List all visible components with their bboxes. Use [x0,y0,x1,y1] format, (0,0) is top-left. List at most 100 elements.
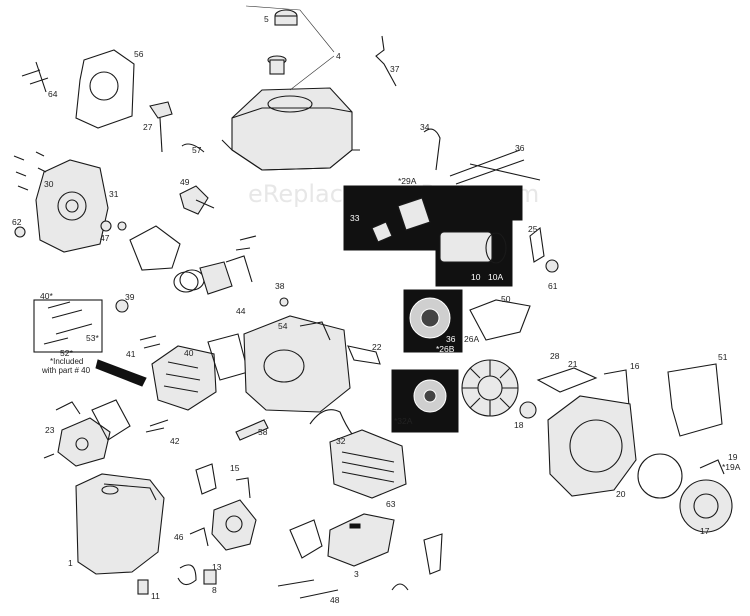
dipstick [149,101,173,153]
studs-64 [21,61,49,93]
recoil-starter [679,479,733,533]
label-19a: *19A [722,462,741,472]
knob-61 [545,259,559,273]
callout-labels: 5 4 56 37 64 27 34 36 57 30 *29A 49 31 3… [12,14,741,605]
label-56: 56 [134,49,144,59]
label-5: 5 [264,14,269,24]
label-30: 30 [44,179,54,189]
label-47: 47 [100,233,110,243]
part-13 [177,564,197,586]
spark-plug [235,419,269,441]
rocker-39 [115,299,129,313]
label-19: 19 [728,452,738,462]
fuel-filter [267,55,287,75]
flywheel-ring-gear [409,297,451,339]
label-48: 48 [330,595,340,605]
key-switch-34 [423,128,441,171]
label-32a: *32A [394,416,413,426]
starter-motor [439,231,507,264]
label-64: 64 [48,89,58,99]
label-50: 50 [501,294,511,304]
shroud-left [75,473,165,575]
fuel-cap [274,9,298,26]
valve-cover-gasket [91,399,131,441]
washer-38 [279,297,289,307]
valve-cover [57,417,111,467]
label-41: 41 [126,349,136,359]
part-46 [189,527,209,547]
label-20: 20 [616,489,626,499]
ignition-wire [309,409,353,435]
label-57: 57 [192,145,202,155]
label-63: 63 [386,499,396,509]
governor-assembly [179,185,215,215]
nut-18 [519,401,537,419]
label-8: 8 [212,585,217,595]
bolts-set [13,151,47,191]
muffler [329,429,407,499]
label-27: 27 [143,122,153,132]
label-32: 32 [336,436,346,446]
label-51: 51 [718,352,728,362]
muffler-bracket [289,519,323,559]
label-49: 49 [180,177,190,187]
seal-62 [14,226,26,238]
washer-47 [100,220,112,232]
wire-harness-48 [277,579,339,599]
washer-31 [117,221,127,231]
crankcase-cover [35,159,109,253]
bracket-22 [347,345,381,365]
label-42: 42 [170,436,180,446]
label-36: 36 [515,143,525,153]
muffler-guard [327,513,395,567]
blower-housing [547,395,637,497]
label-52s: 52* [60,348,73,358]
engine-block [243,315,351,413]
label-58: 58 [258,427,268,437]
shroud-51 [667,363,723,437]
label-62: 62 [12,217,22,227]
label-36b: 36 [446,334,456,344]
label-38: 38 [275,281,285,291]
label-34: 34 [420,122,430,132]
label-10a: 10A [488,272,503,282]
label-16: 16 [630,361,640,371]
starter-bracket-33 [371,221,393,243]
wiring-36 [449,149,541,185]
label-61: 61 [548,281,558,291]
screen-gasket [637,453,683,499]
bracket-16 [603,369,631,419]
label-26a: 26A [464,334,479,344]
label-3: 3 [354,569,359,579]
label-29a: *29A [398,176,417,186]
label-39: 39 [125,292,135,302]
bracket-50 [469,299,531,341]
label-13: 13 [212,562,222,572]
note-line-1: *Included [50,357,83,366]
piston [199,255,253,295]
label-22: 22 [372,342,382,352]
fuel-tank [221,87,360,171]
label-31: 31 [109,189,119,199]
bracket-23 [55,401,81,415]
flywheel-fan [461,359,519,417]
piston-rings [173,269,205,293]
label-26b: *26B [436,344,455,354]
label-1: 1 [68,558,73,568]
starter-relay [397,197,431,231]
label-15: 15 [230,463,240,473]
starter-cup [413,379,447,413]
label-54: 54 [278,321,288,331]
muffler-spark-arrestor [423,533,443,575]
carburetor [211,477,257,551]
gasket-sump [129,225,181,271]
label-53s: 53* [86,333,99,343]
bracket-15 [195,463,217,495]
label-18: 18 [514,420,524,430]
part-8 [203,569,217,585]
bracket-21 [536,367,598,393]
label-40s: 40* [40,291,53,301]
connecting-rod-bolts [235,235,257,251]
label-44: 44 [236,306,246,316]
cylinder-head [151,345,217,411]
